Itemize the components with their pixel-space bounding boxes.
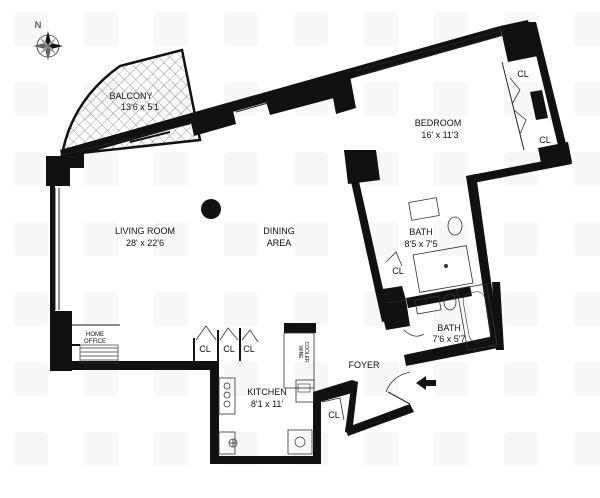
watermark-tile <box>504 292 538 326</box>
watermark-tile <box>434 152 468 186</box>
compass-icon <box>33 31 63 61</box>
entry-door <box>385 371 411 405</box>
watermark-tile <box>364 12 398 46</box>
watermark-tile <box>294 12 328 46</box>
balcony-size: 13'6 x 5'1 <box>121 102 159 112</box>
watermark-tile <box>14 292 48 326</box>
watermark-tile <box>434 362 468 396</box>
watermark-tile <box>84 292 118 326</box>
exterior-walls <box>46 20 572 464</box>
closet-label: CL <box>392 266 404 276</box>
closet-label: CL <box>223 344 235 354</box>
watermark-tile <box>364 362 398 396</box>
bath1-label: BATH <box>409 227 432 237</box>
wine-cooler-label: WINE <box>297 345 303 359</box>
living-room-label: LIVING ROOM <box>115 226 175 236</box>
watermark-tile <box>14 222 48 256</box>
closet-label: CL <box>539 135 551 145</box>
watermark-tile <box>574 292 600 326</box>
watermark-tile <box>574 362 600 396</box>
watermark-tile <box>294 292 328 326</box>
room-labels: BALCONY 13'6 x 5'1 BEDROOM 16' x 11'3 LI… <box>84 69 551 420</box>
bath2-size: 7'6 x 5'7 <box>433 334 466 344</box>
watermark-tile <box>364 82 398 116</box>
watermark-tile <box>224 222 258 256</box>
bedroom-closet-doors <box>501 61 527 151</box>
closet-label: CL <box>517 69 529 79</box>
watermark-tile <box>154 152 188 186</box>
bath2-label: BATH <box>437 323 460 333</box>
watermark-tile <box>294 222 328 256</box>
watermark-tile <box>14 82 48 116</box>
watermark-tile <box>84 152 118 186</box>
dining-label: DINING <box>263 226 295 236</box>
bath2-fixtures <box>403 283 498 351</box>
closet-label: CL <box>328 410 340 420</box>
watermark-tile <box>154 362 188 396</box>
foyer-closet <box>321 397 345 421</box>
watermark-tile <box>154 222 188 256</box>
watermark-tile <box>574 82 600 116</box>
windows <box>54 30 501 310</box>
bedroom-label: BEDROOM <box>415 118 462 128</box>
bath1-fixtures <box>385 197 474 293</box>
watermark-tile <box>224 12 258 46</box>
compass-north-label: N <box>35 20 42 30</box>
watermark-tile <box>154 292 188 326</box>
entry-arrow-icon <box>416 376 436 390</box>
balcony-label: BALCONY <box>109 91 152 101</box>
watermark-tile <box>154 432 188 466</box>
closet-label: CL <box>199 344 211 354</box>
watermark-tile <box>434 222 468 256</box>
watermark-tile <box>224 362 258 396</box>
watermark-tile <box>224 292 258 326</box>
dishwasher-icon <box>228 438 238 448</box>
dining-label-line2: AREA <box>267 238 292 248</box>
watermark-tile <box>294 362 328 396</box>
watermark-tile <box>504 222 538 256</box>
closet-label: CL <box>243 344 255 354</box>
watermark-tile <box>84 12 118 46</box>
watermark-tile <box>14 362 48 396</box>
kitchen-closets <box>193 325 259 361</box>
watermark-tile <box>504 432 538 466</box>
watermark-tile <box>84 432 118 466</box>
watermark-tile <box>154 12 188 46</box>
bath1-size: 8'5 x 7'5 <box>405 239 438 249</box>
wine-cooler-label-line2: COOLER <box>303 341 309 363</box>
watermark-tile <box>574 222 600 256</box>
bedroom-size: 16' x 11'3 <box>421 130 458 140</box>
watermark-tile <box>364 432 398 466</box>
balcony-door <box>129 131 171 143</box>
watermark-tile <box>574 152 600 186</box>
watermark-tile <box>434 432 468 466</box>
watermark-tile <box>14 152 48 186</box>
kitchen-size: 8'1 x 11' <box>251 399 284 409</box>
watermark-tile <box>84 222 118 256</box>
home-office-label: HOME <box>86 332 104 338</box>
kitchen-label: KITCHEN <box>247 387 287 397</box>
home-office-area <box>72 324 120 364</box>
watermark-tile <box>574 432 600 466</box>
kitchen-fixtures <box>218 332 315 455</box>
watermark-tile <box>434 82 468 116</box>
watermark-tile <box>294 152 328 186</box>
watermark-tile <box>504 362 538 396</box>
watermark-tile <box>84 362 118 396</box>
watermark-tile <box>14 432 48 466</box>
watermark-tile <box>574 12 600 46</box>
living-room-size: 28' x 22'6 <box>126 238 164 248</box>
foyer-label: FOYER <box>348 360 380 370</box>
watermark-tile <box>224 152 258 186</box>
watermark-tile <box>504 82 538 116</box>
home-office-label-line2: OFFICE <box>84 339 106 345</box>
